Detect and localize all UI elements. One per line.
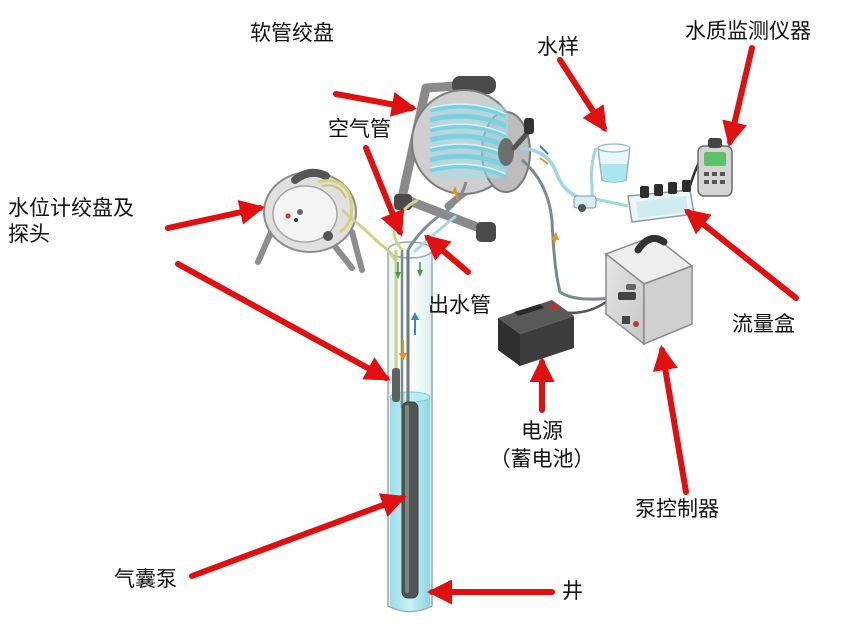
arrow-water-level-probe	[175, 261, 391, 381]
controller-box-icon	[604, 234, 694, 346]
sample-beaker-icon	[590, 143, 631, 196]
flow-cell-icon	[573, 180, 695, 223]
pointer-arrows	[165, 45, 799, 605]
outlet-line	[519, 145, 601, 202]
arrow-water-level-reel	[165, 199, 265, 231]
arrow-outlet-tube	[424, 234, 471, 275]
air-line-to-controller	[521, 158, 613, 301]
label-water-sample: 水样	[537, 35, 579, 59]
arrow-flow-cell	[684, 208, 799, 301]
flow-direction-marks	[395, 262, 423, 361]
arrow-water-sample	[557, 57, 607, 133]
label-water-quality-meter: 水质监测仪器	[685, 19, 811, 43]
handheld-meter-icon	[688, 138, 733, 197]
water-level-reel-icon	[255, 168, 365, 273]
label-bladder-pump: 气囊泵	[114, 567, 177, 591]
label-power: 电源 （蓄电池）	[482, 418, 602, 472]
label-water-level-reel: 水位计绞盘及 探头	[8, 195, 134, 247]
label-air-tube: 空气管	[328, 117, 391, 141]
hose-reel-icon	[394, 76, 534, 242]
label-flow-cell: 流量盒	[732, 312, 795, 336]
level-probe-cable	[341, 208, 398, 263]
label-water-level-reel-line2: 探头	[8, 222, 50, 246]
label-hose-reel: 软管绞盘	[250, 21, 334, 45]
arrow-bladder-pump	[189, 493, 407, 579]
label-well: 井	[562, 579, 583, 603]
label-outlet-tube: 出水管	[428, 293, 491, 317]
arrow-hose-reel	[333, 91, 417, 117]
arrow-water-quality-meter	[722, 45, 755, 147]
bladder-pump-icon	[401, 401, 419, 599]
battery-icon	[498, 300, 574, 366]
label-power-line1: 电源	[521, 419, 563, 443]
label-power-line2: （蓄电池）	[489, 447, 595, 471]
label-pump-controller: 泵控制器	[635, 497, 719, 521]
arrow-air-tube	[363, 145, 405, 237]
label-water-level-reel-line1: 水位计绞盘及	[8, 196, 134, 220]
arrow-pump-controller	[652, 345, 689, 495]
